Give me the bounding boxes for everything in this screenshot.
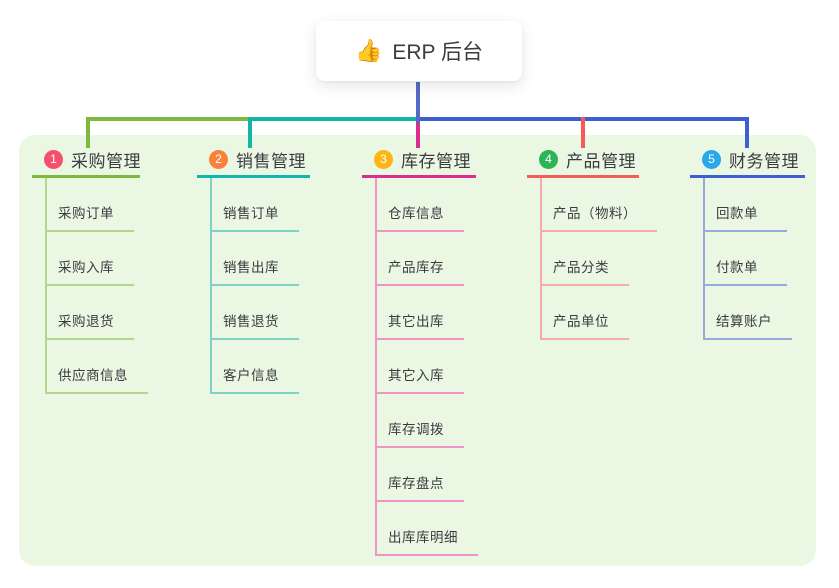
root-node[interactable]: 👍 ERP 后台: [316, 21, 522, 81]
child-label: 库存盘点: [388, 476, 444, 491]
branch-3-child-1[interactable]: 仓库信息: [377, 178, 464, 232]
child-label: 销售出库: [223, 260, 279, 275]
branch-3-number-badge: 3: [374, 150, 393, 169]
branch-3-label: 库存管理: [401, 152, 471, 171]
thumbs-up-icon: 👍: [354, 38, 383, 63]
child-label: 产品库存: [388, 260, 444, 275]
branch-1-header[interactable]: 1 采购管理: [32, 150, 141, 178]
branch-3-children: 仓库信息产品库存其它出库其它入库库存调拨库存盘点出库库明细: [375, 178, 478, 556]
connector-root-line: [416, 82, 420, 123]
branch-1-number-badge: 1: [44, 150, 63, 169]
child-label: 产品单位: [553, 314, 609, 329]
child-label: 销售退货: [223, 314, 279, 329]
branch-5-number-badge: 5: [702, 150, 721, 169]
mindmap-background-panel: [19, 135, 816, 566]
branch-4-child-2[interactable]: 产品分类: [542, 232, 629, 286]
branch-3-child-5[interactable]: 库存调拨: [377, 394, 464, 448]
branch-4-header[interactable]: 4 产品管理: [527, 150, 639, 178]
child-label: 其它出库: [388, 314, 444, 329]
branch-4-label: 产品管理: [566, 152, 636, 171]
branch-1-child-2[interactable]: 采购入库: [47, 232, 134, 286]
branch-5-children: 回款单付款单结算账户: [703, 178, 792, 340]
branch-3-child-4[interactable]: 其它入库: [377, 340, 464, 394]
connector-branch-4-drop: [581, 117, 585, 148]
branch-2-children: 销售订单销售出库销售退货客户信息: [210, 178, 299, 394]
branch-2-child-4[interactable]: 客户信息: [212, 340, 299, 394]
child-label: 产品分类: [553, 260, 609, 275]
child-label: 供应商信息: [58, 368, 128, 383]
branch-2-child-3[interactable]: 销售退货: [212, 286, 299, 340]
child-label: 采购退货: [58, 314, 114, 329]
branch-4: 4 产品管理产品（物料） 产品分类产品单位: [527, 150, 657, 340]
connector-branch-2-drop: [248, 117, 252, 148]
branch-5-child-3[interactable]: 结算账户: [705, 286, 792, 340]
connector-branch-3-drop: [416, 117, 420, 148]
child-label: 结算账户: [716, 314, 772, 329]
branch-4-child-1[interactable]: 产品（物料）: [542, 178, 657, 232]
branch-3-child-2[interactable]: 产品库存: [377, 232, 464, 286]
branch-5-header[interactable]: 5 财务管理: [690, 150, 805, 178]
branch-4-child-3[interactable]: 产品单位: [542, 286, 629, 340]
connector-branch-1-horizontal: [86, 117, 250, 121]
branch-1-child-1[interactable]: 采购订单: [47, 178, 134, 232]
branch-2: 2 销售管理销售订单销售出库销售退货客户信息: [197, 150, 310, 394]
child-label: 付款单: [716, 260, 758, 275]
child-label: 出库库明细: [388, 530, 458, 545]
branch-2-header[interactable]: 2 销售管理: [197, 150, 310, 178]
branch-2-label: 销售管理: [236, 152, 306, 171]
child-label: 库存调拨: [388, 422, 444, 437]
branch-1: 1 采购管理采购订单采购入库采购退货供应商信息: [32, 150, 148, 394]
child-label: 其它入库: [388, 368, 444, 383]
branch-3-child-7[interactable]: 出库库明细: [377, 502, 478, 556]
branch-2-child-2[interactable]: 销售出库: [212, 232, 299, 286]
branch-2-number-badge: 2: [209, 150, 228, 169]
branch-1-children: 采购订单采购入库采购退货供应商信息: [45, 178, 148, 394]
root-label: ERP 后台: [392, 41, 484, 64]
child-label: 产品（物料）: [553, 206, 637, 221]
connector-branch-2-horizontal: [248, 117, 420, 121]
branch-2-child-1[interactable]: 销售订单: [212, 178, 299, 232]
connector-branch-5-drop: [745, 117, 749, 148]
child-label: 销售订单: [223, 206, 279, 221]
branch-1-label: 采购管理: [71, 152, 141, 171]
branch-5-child-2[interactable]: 付款单: [705, 232, 787, 286]
child-label: 采购订单: [58, 206, 114, 221]
branch-3-child-6[interactable]: 库存盘点: [377, 448, 464, 502]
child-label: 仓库信息: [388, 206, 444, 221]
connector-branch-1-drop: [86, 117, 90, 148]
child-label: 采购入库: [58, 260, 114, 275]
child-label: 回款单: [716, 206, 758, 221]
branch-3-header[interactable]: 3 库存管理: [362, 150, 476, 178]
branch-4-number-badge: 4: [539, 150, 558, 169]
branch-5: 5 财务管理回款单付款单结算账户: [690, 150, 805, 340]
branch-5-label: 财务管理: [729, 152, 799, 171]
branch-4-children: 产品（物料） 产品分类产品单位: [540, 178, 657, 340]
branch-1-child-4[interactable]: 供应商信息: [47, 340, 148, 394]
branch-3: 3 库存管理仓库信息产品库存其它出库其它入库库存调拨库存盘点出库库明细: [362, 150, 478, 556]
branch-5-child-1[interactable]: 回款单: [705, 178, 787, 232]
branch-3-child-3[interactable]: 其它出库: [377, 286, 464, 340]
branch-1-child-3[interactable]: 采购退货: [47, 286, 134, 340]
child-label: 客户信息: [223, 368, 279, 383]
